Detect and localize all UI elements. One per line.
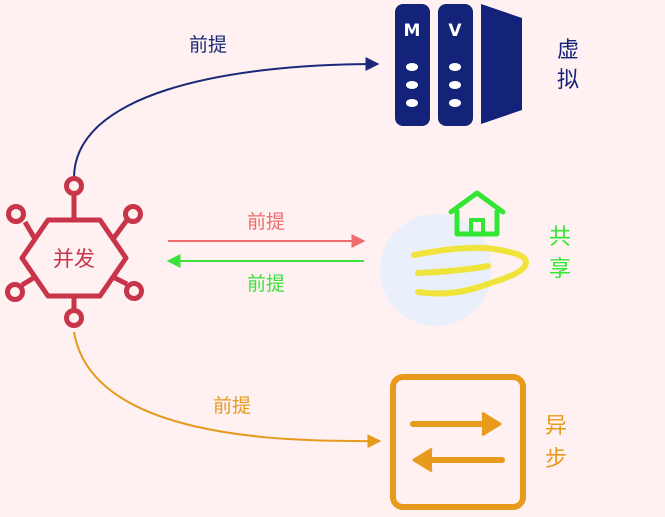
shared-title-line1: 共: [549, 225, 571, 250]
edge-to-virtual: [73, 57, 380, 179]
edge-to-virtual-label: 前提: [189, 34, 227, 56]
server-rack-icon: [395, 4, 522, 126]
hand-house-icon: [380, 190, 529, 326]
swap-arrows-icon: [390, 374, 526, 510]
shared-title-line2: 享: [549, 257, 571, 282]
server-letter-m: M: [404, 21, 421, 41]
edge-to-async: [73, 331, 382, 449]
virtual-title-line1: 虚: [557, 38, 579, 63]
async-title-line1: 异: [545, 414, 567, 439]
virtual-title-line2: 拟: [557, 68, 579, 93]
async-title-line2: 步: [545, 447, 567, 472]
edge-from-shared-label: 前提: [247, 273, 285, 295]
center-node-label: 并发: [53, 247, 95, 271]
network-hexagon-icon: [5, 176, 144, 328]
edge-to-shared-label: 前提: [247, 211, 285, 233]
edge-to-async-label: 前提: [213, 395, 251, 417]
server-letter-v: V: [448, 21, 462, 41]
